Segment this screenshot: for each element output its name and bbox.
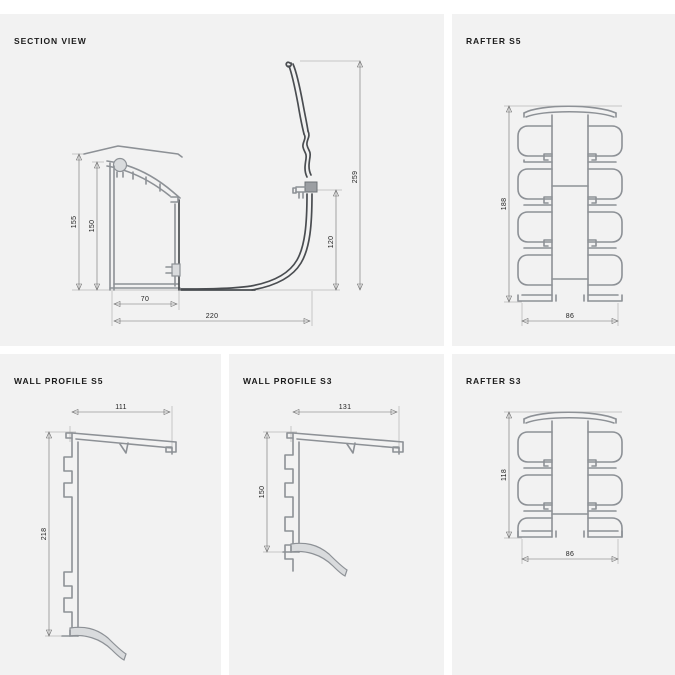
panel-wall-profile-s3[interactable]: WALL PROFILE S3 131 150 bbox=[229, 354, 444, 675]
dimension-label-218: 218 bbox=[41, 528, 48, 541]
rafter-s3-profile bbox=[517, 411, 623, 538]
wall-profile-s5-body bbox=[61, 432, 177, 661]
dimension-155: 155 bbox=[71, 153, 83, 291]
dimension-150-s3: 150 bbox=[259, 431, 271, 553]
panel-rafter-s3[interactable]: RAFTER S3 118 86 bbox=[452, 354, 675, 675]
dimension-218: 218 bbox=[41, 431, 53, 637]
dimension-label-86-s3: 86 bbox=[566, 551, 574, 558]
wall-profile-s5-drawing: 111 218 bbox=[41, 404, 177, 661]
dimension-label-118: 118 bbox=[501, 469, 508, 481]
panel-title-rafter-s3: RAFTER S3 bbox=[466, 376, 522, 386]
dimension-188: 188 bbox=[501, 105, 513, 303]
section-view-drawing: 155 150 259 120 bbox=[71, 60, 364, 326]
rafter-s5-drawing: 188 86 bbox=[501, 105, 623, 326]
dimension-259: 259 bbox=[352, 60, 364, 291]
dimension-label-150-s3: 150 bbox=[259, 486, 266, 499]
dimension-label-220: 220 bbox=[206, 313, 219, 320]
panel-title-wall-profile-s5: WALL PROFILE S5 bbox=[14, 376, 104, 386]
dimension-220: 220 bbox=[113, 313, 311, 325]
panel-rafter-s5[interactable]: RAFTER S5 188 86 bbox=[452, 14, 675, 346]
dimension-label-86-s5: 86 bbox=[566, 313, 574, 320]
cassette-profile bbox=[83, 145, 183, 291]
dimension-label-131: 131 bbox=[339, 404, 352, 411]
rafter-s5-profile bbox=[517, 105, 623, 302]
dimension-86-s5: 86 bbox=[521, 313, 619, 325]
section-extension-lines bbox=[72, 60, 360, 326]
dimension-131: 131 bbox=[292, 404, 398, 416]
dimension-118: 118 bbox=[501, 411, 513, 539]
dimension-label-111: 111 bbox=[115, 404, 127, 411]
panel-wall-profile-s5[interactable]: WALL PROFILE S5 111 218 bbox=[0, 354, 221, 675]
dimension-111: 111 bbox=[71, 404, 171, 416]
front-bar-profile bbox=[180, 61, 318, 291]
dimension-150: 150 bbox=[89, 161, 101, 291]
dimension-label-155: 155 bbox=[71, 216, 78, 229]
rafter-s5-extension-lines bbox=[504, 105, 622, 326]
panel-title-section-view: SECTION VIEW bbox=[14, 36, 87, 46]
wall-s3-extension-lines bbox=[263, 406, 400, 553]
dimension-label-259: 259 bbox=[352, 171, 359, 184]
rafter-s3-drawing: 118 86 bbox=[501, 411, 623, 564]
dimension-70: 70 bbox=[113, 296, 178, 308]
dimension-86-s3: 86 bbox=[521, 551, 619, 563]
dimension-label-150: 150 bbox=[89, 220, 96, 233]
dimension-120: 120 bbox=[328, 189, 340, 291]
dimension-label-188: 188 bbox=[501, 198, 508, 211]
panel-title-wall-profile-s3: WALL PROFILE S3 bbox=[243, 376, 333, 386]
wall-profile-s3-body bbox=[282, 432, 404, 577]
panel-section-view[interactable]: SECTION VIEW 155 bbox=[0, 14, 444, 346]
dimension-label-70: 70 bbox=[141, 296, 149, 303]
dimension-label-120: 120 bbox=[328, 236, 335, 249]
panel-title-rafter-s5: RAFTER S5 bbox=[466, 36, 522, 46]
wall-profile-s3-drawing: 131 150 bbox=[259, 404, 404, 577]
